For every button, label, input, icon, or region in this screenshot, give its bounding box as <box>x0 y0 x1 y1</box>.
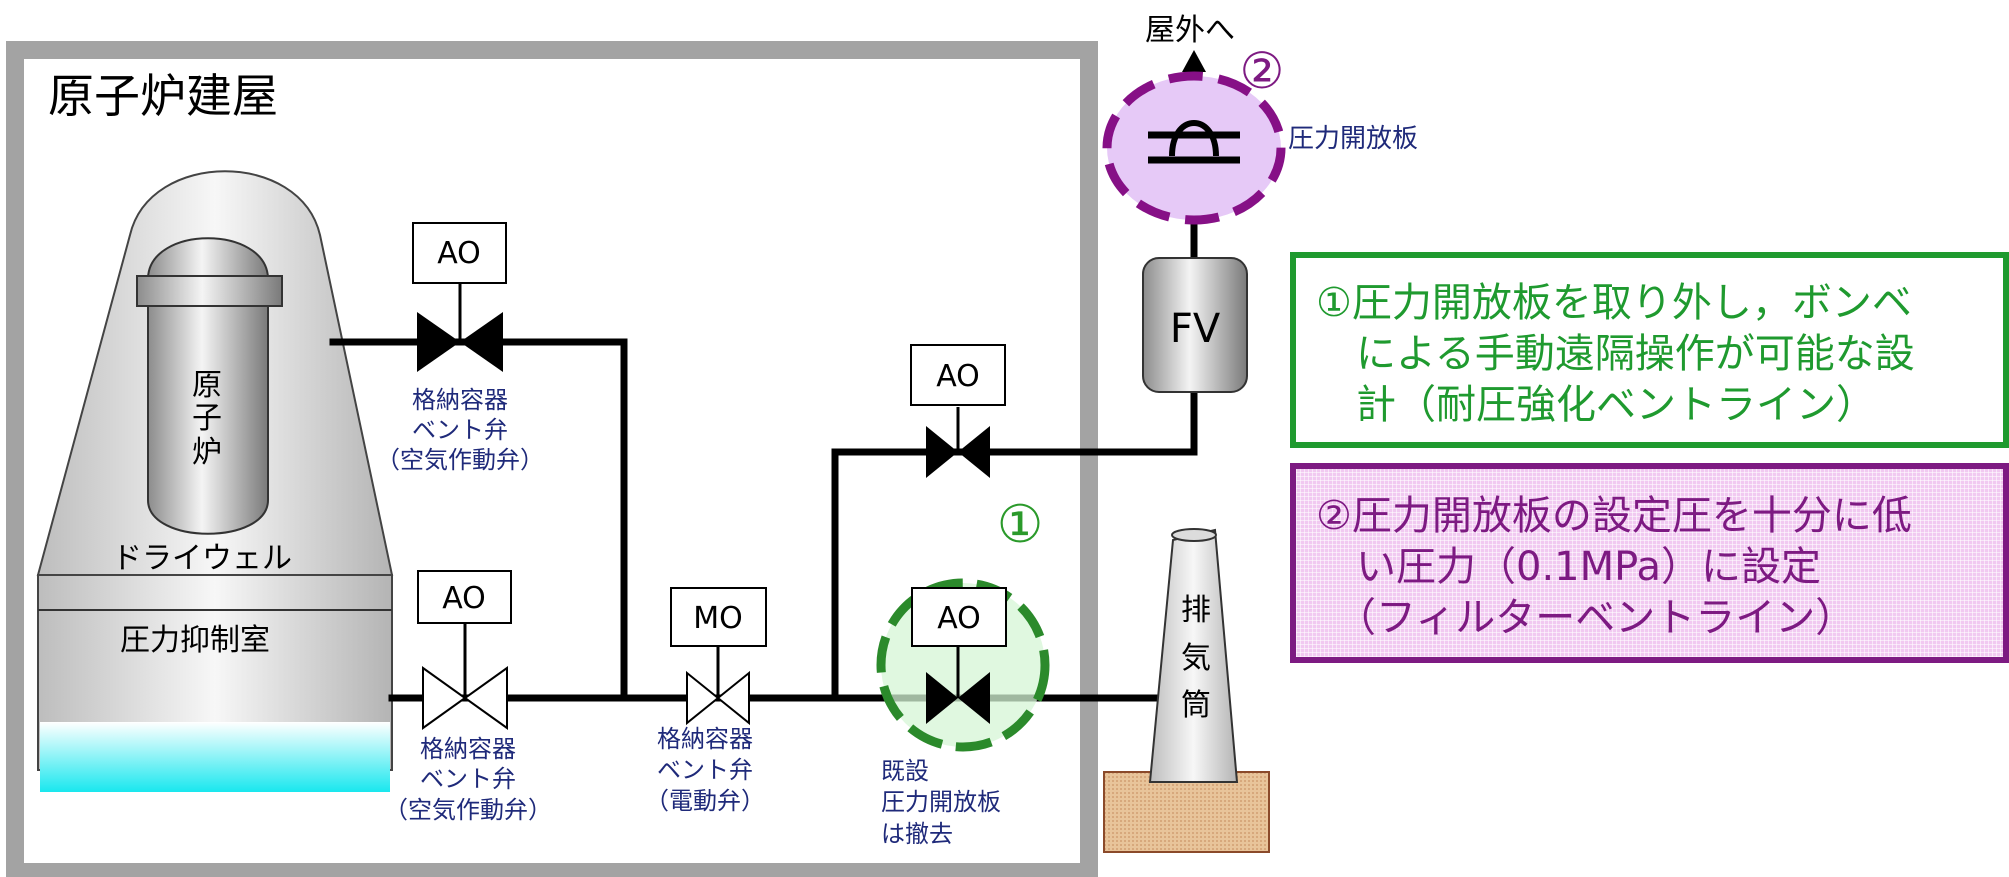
outdoor-label: 屋外へ <box>1145 13 1235 48</box>
svg-text:（空気作動弁）: （空気作動弁） <box>376 446 544 474</box>
svg-text:既設: 既設 <box>881 757 929 785</box>
svg-text:ベント弁: ベント弁 <box>657 756 753 784</box>
rupture-disk-symbol <box>1148 120 1240 164</box>
callout-1-line-1: ①圧力開放板を取り外し，ボンベ <box>1316 280 1912 326</box>
caption-upper-left: 格納容器 ベント弁 （空気作動弁） <box>376 386 544 474</box>
callout-2-line-1: ②圧力開放板の設定圧を十分に低 <box>1316 493 1912 539</box>
vessel-head <box>146 237 270 279</box>
svg-text:MO: MO <box>693 601 743 636</box>
callout-filter-vent: ②圧力開放板の設定圧を十分に低 い圧力（0.1MPa）に設定 （フィルターベント… <box>1290 463 2009 663</box>
stack-label-2: 気 <box>1181 641 1211 676</box>
svg-text:格納容器: 格納容器 <box>412 386 508 414</box>
lower-left-vent-valve <box>422 666 467 730</box>
filter-vessel: FV <box>1142 257 1248 393</box>
svg-text:AO: AO <box>936 359 980 394</box>
existing-vent-valve-right <box>958 672 990 724</box>
reactor-vessel <box>147 299 269 535</box>
actuator-upper-left: AO <box>412 222 507 284</box>
stack-label-1: 排 <box>1181 593 1211 628</box>
building-title: 原子炉建屋 <box>48 69 278 123</box>
lower-left-vent-valve-right <box>463 666 508 730</box>
suppression-pool-water <box>40 722 390 792</box>
svg-text:AO: AO <box>442 581 486 616</box>
suppression-chamber-label: 圧力抑制室 <box>120 623 270 658</box>
filter-branch-valve-right <box>958 426 990 478</box>
actuator-stems <box>458 283 960 698</box>
actuator-lower-left: AO <box>417 570 512 624</box>
filter-branch-valve <box>926 426 958 478</box>
caption-existing: 既設 圧力開放板 は撤去 <box>881 757 1001 848</box>
vessel-label-2: 子 <box>192 401 222 436</box>
actuator-motor: MO <box>670 587 767 647</box>
svg-text:ベント弁: ベント弁 <box>412 416 508 444</box>
outdoor-arrow-head <box>1182 50 1206 72</box>
svg-text:格納容器: 格納容器 <box>420 735 516 763</box>
caption-lower-left: 格納容器 ベント弁 （空気作動弁） <box>384 735 552 824</box>
callout-2-line-3: （フィルターベントライン） <box>1316 595 1856 641</box>
svg-text:（空気作動弁）: （空気作動弁） <box>384 796 552 824</box>
callout-hardened-vent: ①圧力開放板を取り外し，ボンベ による手動遠隔操作が可能な設 計（耐圧強化ベント… <box>1290 252 2009 448</box>
callout-1-line-3: 計（耐圧強化ベントライン） <box>1316 382 1876 428</box>
svg-text:FV: FV <box>1170 306 1221 352</box>
svg-text:ベント弁: ベント弁 <box>420 765 516 793</box>
stack-foundation <box>1103 771 1270 853</box>
drywell-label: ドライウェル <box>112 541 292 576</box>
vessel-label-3: 炉 <box>192 435 222 470</box>
callout-1-line-2: による手動遠隔操作が可能な設 <box>1316 331 1915 377</box>
existing-vent-valve <box>926 672 958 724</box>
upper-left-vent-valve-right <box>460 312 503 372</box>
svg-text:AO: AO <box>437 236 481 271</box>
svg-text:AO: AO <box>937 601 981 636</box>
stack-label-3: 筒 <box>1181 688 1211 723</box>
vessel-label-1: 原 <box>192 368 222 403</box>
actuator-filter-branch: AO <box>910 344 1006 406</box>
motor-operated-vent-valve-right <box>716 670 750 726</box>
highlight-circle-2 <box>1102 71 1286 225</box>
svg-text:圧力開放板: 圧力開放板 <box>881 788 1001 816</box>
marker-1: ① <box>997 495 1044 555</box>
svg-text:格納容器: 格納容器 <box>657 725 753 753</box>
rupture-disk-label: 圧力開放板 <box>1288 124 1418 154</box>
marker-2: ② <box>1240 42 1285 100</box>
upper-left-vent-valve <box>417 312 460 372</box>
actuator-existing: AO <box>911 587 1007 647</box>
caption-motor: 格納容器 ベント弁 （電動弁） <box>645 725 765 815</box>
callout-2-line-2: い圧力（0.1MPa）に設定 <box>1316 544 1821 590</box>
stack-top <box>1171 528 1217 542</box>
vessel-flange <box>136 275 283 307</box>
svg-text:は撤去: は撤去 <box>881 820 953 848</box>
svg-text:（電動弁）: （電動弁） <box>645 787 765 815</box>
motor-operated-vent-valve <box>686 670 720 726</box>
